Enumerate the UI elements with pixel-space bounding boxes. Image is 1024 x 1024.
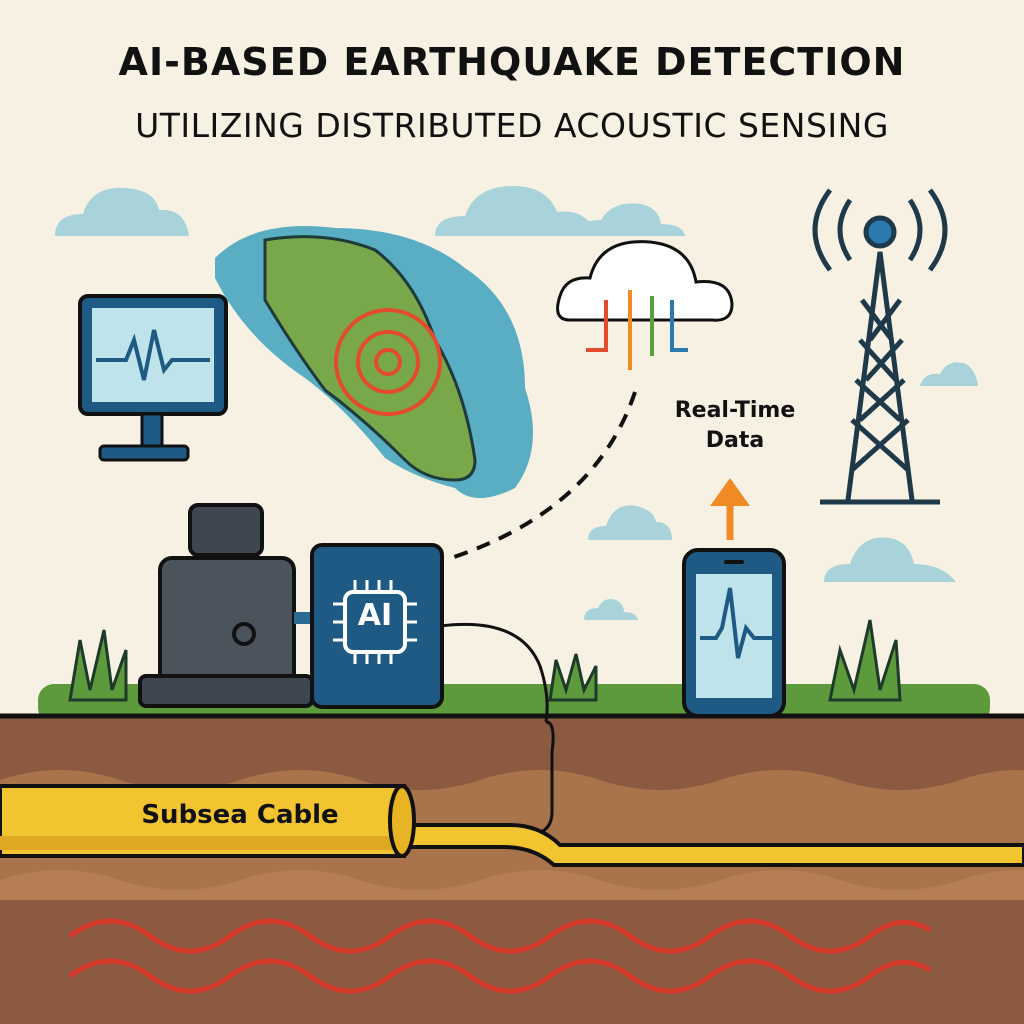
ai-processor-box — [310, 543, 444, 709]
grass-tuft-icon — [68, 619, 902, 702]
fiber-link — [439, 622, 549, 723]
thin-cable — [398, 823, 1024, 867]
upload-arrow-icon — [710, 478, 750, 540]
map-icon — [215, 226, 533, 498]
smartphone-icon — [682, 548, 786, 718]
realtime-data-label: Real-Time Data — [674, 398, 796, 453]
seismic-wave-icon — [68, 918, 932, 994]
monitor-icon — [78, 294, 228, 462]
cloud-data-icon — [556, 240, 734, 370]
subsea-cable-label: Subsea Cable — [141, 800, 339, 830]
ai-chip-label: AI — [357, 598, 393, 633]
page-subtitle: UTILIZING DISTRIBUTED ACOUSTIC SENSING — [135, 106, 889, 145]
cloud-icon — [55, 186, 978, 620]
data-link-dashed — [444, 391, 637, 562]
page-title: AI-BASED EARTHQUAKE DETECTION — [118, 40, 906, 84]
das-interrogator-unit — [138, 503, 314, 708]
cell-tower-icon — [812, 188, 948, 505]
